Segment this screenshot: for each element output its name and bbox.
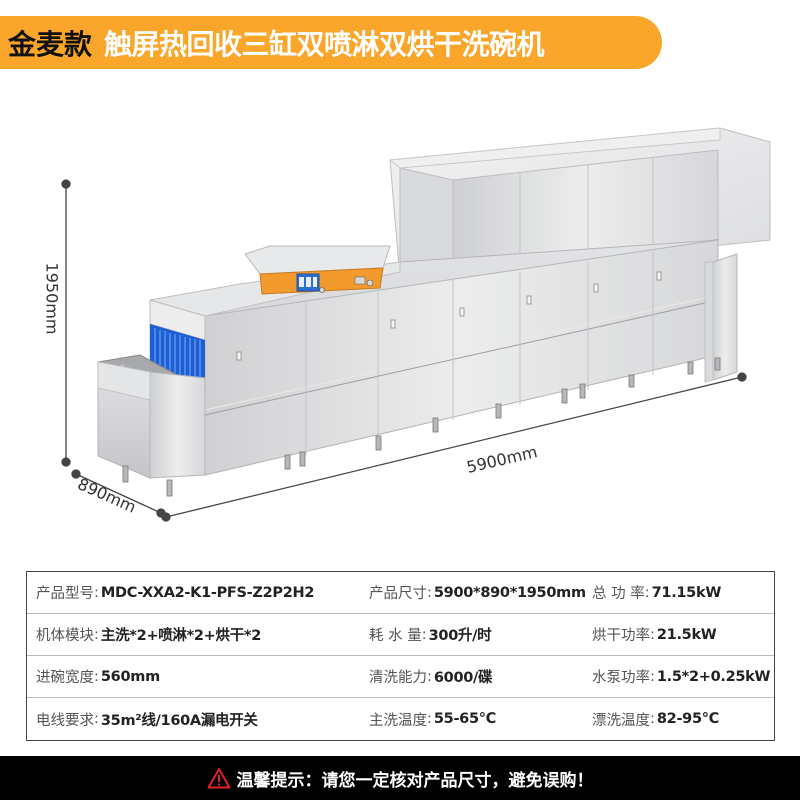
spec-value: 6000/碟 xyxy=(433,670,493,686)
spec-cell-rinse-temp: 漂洗温度:82-95℃ xyxy=(591,709,774,730)
spec-key: 进碗宽度 xyxy=(36,670,94,686)
spec-key: 产品型号 xyxy=(36,586,94,602)
spec-separator: : xyxy=(94,711,99,727)
spec-row: 产品型号:MDC-XXA2-K1-PFS-Z2P2H2 产品尺寸:5900*89… xyxy=(27,572,774,614)
spec-separator: : xyxy=(94,668,99,685)
brand-label: 金麦款 xyxy=(8,27,93,61)
spec-value: 1.5*2+0.25kW xyxy=(656,668,771,685)
spec-separator: : xyxy=(427,711,432,727)
spec-value: MDC-XXA2-K1-PFS-Z2P2H2 xyxy=(100,584,315,601)
spec-key: 耗 水 量 xyxy=(369,628,422,644)
spec-cell-size: 产品尺寸:5900*890*1950mm xyxy=(369,582,591,603)
spec-value: 55-65℃ xyxy=(433,711,497,727)
spec-separator: : xyxy=(644,584,650,601)
spec-cell-dryer-power: 烘干功率:21.5kW xyxy=(591,624,774,645)
spec-separator: : xyxy=(650,626,655,643)
spec-cell-inlet-width: 进碗宽度:560mm xyxy=(27,666,369,687)
spec-separator: : xyxy=(650,711,655,727)
spec-key: 清洗能力 xyxy=(369,670,427,686)
spec-separator: : xyxy=(94,584,99,601)
spec-value: 主洗*2+喷淋*2+烘干*2 xyxy=(100,628,262,644)
title-banner: 金麦款 触屏热回收三缸双喷淋双烘干洗碗机 xyxy=(0,16,662,69)
warning-triangle-icon xyxy=(207,768,230,789)
spec-cell-pump-power: 水泵功率:1.5*2+0.25kW xyxy=(591,666,774,687)
spec-cell-model: 产品型号:MDC-XXA2-K1-PFS-Z2P2H2 xyxy=(27,582,369,603)
dimension-lines xyxy=(61,179,747,522)
spec-value: 35m²线/160A漏电开关 xyxy=(100,712,258,729)
spec-row: 电线要求:35m²线/160A漏电开关 主洗温度:55-65℃ 漂洗温度:82-… xyxy=(27,698,774,740)
spec-separator: : xyxy=(427,584,432,601)
warning-footer: 温馨提示：请您一定核对产品尺寸，避免误购！ xyxy=(0,756,800,800)
spec-key: 主洗温度 xyxy=(369,712,427,729)
spec-key: 产品尺寸 xyxy=(369,586,427,602)
spec-key: 烘干功率 xyxy=(592,628,650,644)
spec-value: 5900*890*1950mm xyxy=(433,584,586,601)
spec-separator: : xyxy=(427,668,432,685)
warning-tip-text: 温馨提示：请您一定核对产品尺寸，避免误购！ xyxy=(236,770,594,791)
spec-cell-wiring: 电线要求:35m²线/160A漏电开关 xyxy=(27,709,369,730)
spec-key: 水泵功率 xyxy=(592,670,650,686)
spec-cell-wash-temp: 主洗温度:55-65℃ xyxy=(369,709,591,730)
spec-value: 71.15kW xyxy=(651,584,722,601)
dishwasher-illustration xyxy=(61,127,771,522)
spec-value: 560mm xyxy=(100,668,160,685)
spec-key: 总 功 率 xyxy=(592,586,645,602)
spec-separator: : xyxy=(650,668,655,685)
spec-separator: : xyxy=(94,626,99,643)
spec-value: 82-95℃ xyxy=(656,711,720,727)
product-diagram: 1950mm 890mm 5900mm xyxy=(0,80,800,550)
spec-cell-modules: 机体模块:主洗*2+喷淋*2+烘干*2 xyxy=(27,624,369,645)
spec-value: 300升/时 xyxy=(428,628,492,644)
spec-table: 产品型号:MDC-XXA2-K1-PFS-Z2P2H2 产品尺寸:5900*89… xyxy=(26,571,775,741)
spec-key: 机体模块 xyxy=(36,628,94,644)
spec-cell-capacity: 清洗能力:6000/碟 xyxy=(369,666,591,687)
spec-row: 机体模块:主洗*2+喷淋*2+烘干*2 耗 水 量 :300升/时 烘干功率:2… xyxy=(27,614,774,656)
spec-separator: : xyxy=(421,626,427,643)
height-dimension-label: 1950mm xyxy=(42,262,62,335)
spec-cell-total-power: 总 功 率 :71.15kW xyxy=(591,582,774,603)
spec-row: 进碗宽度:560mm 清洗能力:6000/碟 水泵功率:1.5*2+0.25kW xyxy=(27,656,774,698)
spec-cell-water-use: 耗 水 量 :300升/时 xyxy=(369,624,591,645)
spec-value: 21.5kW xyxy=(656,626,717,643)
spec-key: 电线要求 xyxy=(36,712,94,729)
product-title: 触屏热回收三缸双喷淋双烘干洗碗机 xyxy=(104,27,545,61)
spec-key: 漂洗温度 xyxy=(592,712,650,729)
